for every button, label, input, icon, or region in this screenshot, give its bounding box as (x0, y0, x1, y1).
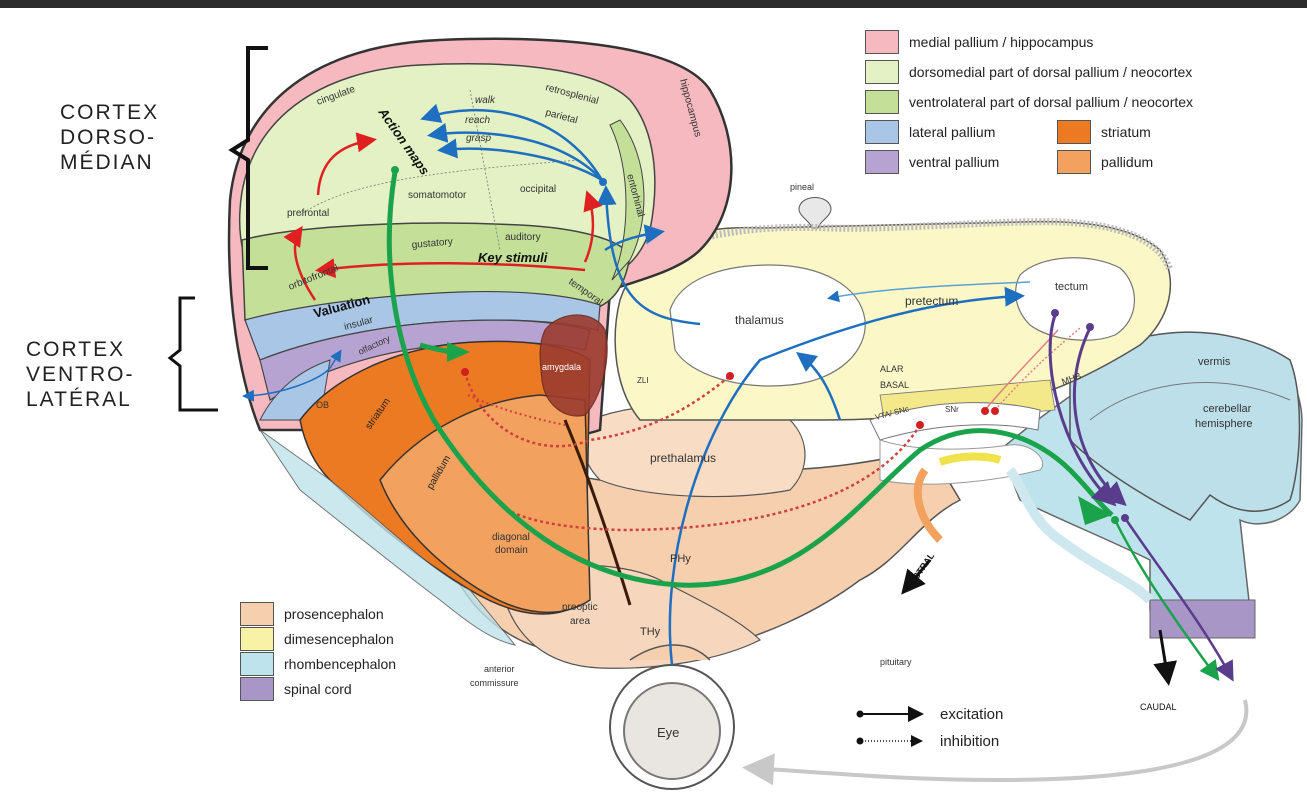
label-phy: PHy (670, 553, 691, 565)
label-prethalamus: prethalamus (650, 451, 716, 465)
label-key-stimuli: Key stimuli (478, 250, 548, 265)
legend-item-medial-pallium: medial pallium / hippocampus (865, 30, 1193, 54)
legend-label: ventral pallium (909, 154, 1057, 170)
legend-swatch (865, 60, 899, 84)
label-basal: BASAL (880, 380, 909, 390)
legend-label: dorsomedial part of dorsal pallium / neo… (909, 64, 1192, 80)
label-eye: Eye (657, 725, 679, 740)
label-diagonal-domain-l1: diagonal (492, 532, 530, 543)
label-anterior-commissure-l1: anterior (484, 664, 515, 674)
legend-label: spinal cord (284, 681, 352, 697)
legend-label: rhombencephalon (284, 656, 396, 672)
label-vermis: vermis (1198, 356, 1231, 368)
legend-item-spinal-cord: spinal cord (240, 677, 396, 701)
label-somatomotor: somatomotor (408, 190, 467, 201)
label-cortex-dorsomedian: CORTEX DORSO- MÉDIAN (60, 100, 159, 175)
label-snr: SNr (945, 405, 959, 414)
label-walk: walk (475, 95, 496, 106)
legend-label: pallidum (1101, 154, 1153, 170)
label-thalamus: thalamus (735, 313, 784, 327)
red-dot-4 (981, 407, 989, 415)
label-ob: OB (316, 400, 329, 410)
legend-swatch (240, 627, 274, 651)
label-anterior-commissure: anterior commissure (470, 664, 519, 688)
label-auditory: auditory (505, 232, 541, 243)
label-caudal: CAUDAL (1140, 702, 1177, 712)
legend-label: prosencephalon (284, 606, 384, 622)
label-cortex-ventrolateral: CORTEX VENTRO- LATÉRAL (26, 337, 135, 412)
legend-swatch (240, 677, 274, 701)
legend-swatch (1057, 150, 1091, 174)
pineal-body (799, 198, 831, 229)
legend-label: medial pallium / hippocampus (909, 34, 1093, 50)
legend-excitation-label: excitation (940, 706, 1003, 723)
label-preoptic-area-l1: preoptic (562, 602, 598, 613)
red-dot-2 (726, 372, 734, 380)
label-pretectum: pretectum (905, 294, 958, 308)
label-rostral: ROSTRAL (903, 551, 936, 593)
label-anterior-commissure-l2: commissure (470, 678, 519, 688)
label-tectum: tectum (1055, 281, 1088, 293)
label-reach: reach (465, 115, 490, 126)
purple-dot-1 (1051, 309, 1059, 317)
label-grasp: grasp (466, 133, 491, 144)
legend-item-ventral-pallium: ventral pallium pallidum (865, 150, 1193, 174)
green-dot-1 (391, 166, 399, 174)
legend-label: striatum (1101, 124, 1151, 140)
label-occipital: occipital (520, 184, 556, 195)
red-dot-1 (461, 368, 469, 376)
legend-inhibition-label: inhibition (940, 733, 999, 750)
legend-swatch (1057, 120, 1091, 144)
legend-swatch (865, 120, 899, 144)
legend-brain-divisions: prosencephalon dimesencephalon rhombence… (240, 602, 396, 702)
label-thy: THy (640, 626, 661, 638)
legend-item-dorsomedial: dorsomedial part of dorsal pallium / neo… (865, 60, 1193, 84)
red-dot-3 (916, 421, 924, 429)
legend-label: ventrolateral part of dorsal pallium / n… (909, 94, 1193, 110)
label-zli: ZLI (637, 376, 649, 385)
label-amygdala: amygdala (542, 362, 581, 372)
legend-swatch (240, 652, 274, 676)
legend-item-prosencephalon: prosencephalon (240, 602, 396, 626)
label-cerebellar-hemisphere-l2: hemisphere (1195, 418, 1252, 430)
tectum-region (1016, 258, 1135, 340)
legend-pallium: medial pallium / hippocampus dorsomedial… (865, 30, 1193, 180)
legend-item-rhombencephalon: rhombencephalon (240, 652, 396, 676)
blue-source-dot (599, 178, 607, 186)
legend-swatch (865, 30, 899, 54)
label-alar: ALAR (880, 364, 904, 374)
legend-item-lateral-pallium: lateral pallium striatum (865, 120, 1193, 144)
label-preoptic-area-l2: area (570, 616, 590, 627)
legend-swatch (865, 150, 899, 174)
bracket-ventrolateral (170, 298, 218, 410)
legend-item-ventrolateral: ventrolateral part of dorsal pallium / n… (865, 90, 1193, 114)
label-pituitary: pituitary (880, 657, 912, 667)
label-diagonal-domain-l2: domain (495, 545, 528, 556)
legend-swatch (865, 90, 899, 114)
legend-label: lateral pallium (909, 124, 1057, 140)
label-prefrontal: prefrontal (287, 208, 329, 219)
legend-label: dimesencephalon (284, 631, 394, 647)
legend-item-dimesencephalon: dimesencephalon (240, 627, 396, 651)
red-dot-5 (991, 407, 999, 415)
purple-dot-2 (1086, 323, 1094, 331)
label-pineal: pineal (790, 182, 814, 192)
green-dot-2 (1111, 516, 1119, 524)
legend-swatch (240, 602, 274, 626)
purple-dot-3 (1121, 514, 1129, 522)
label-cerebellar-hemisphere-l1: cerebellar (1203, 403, 1252, 415)
